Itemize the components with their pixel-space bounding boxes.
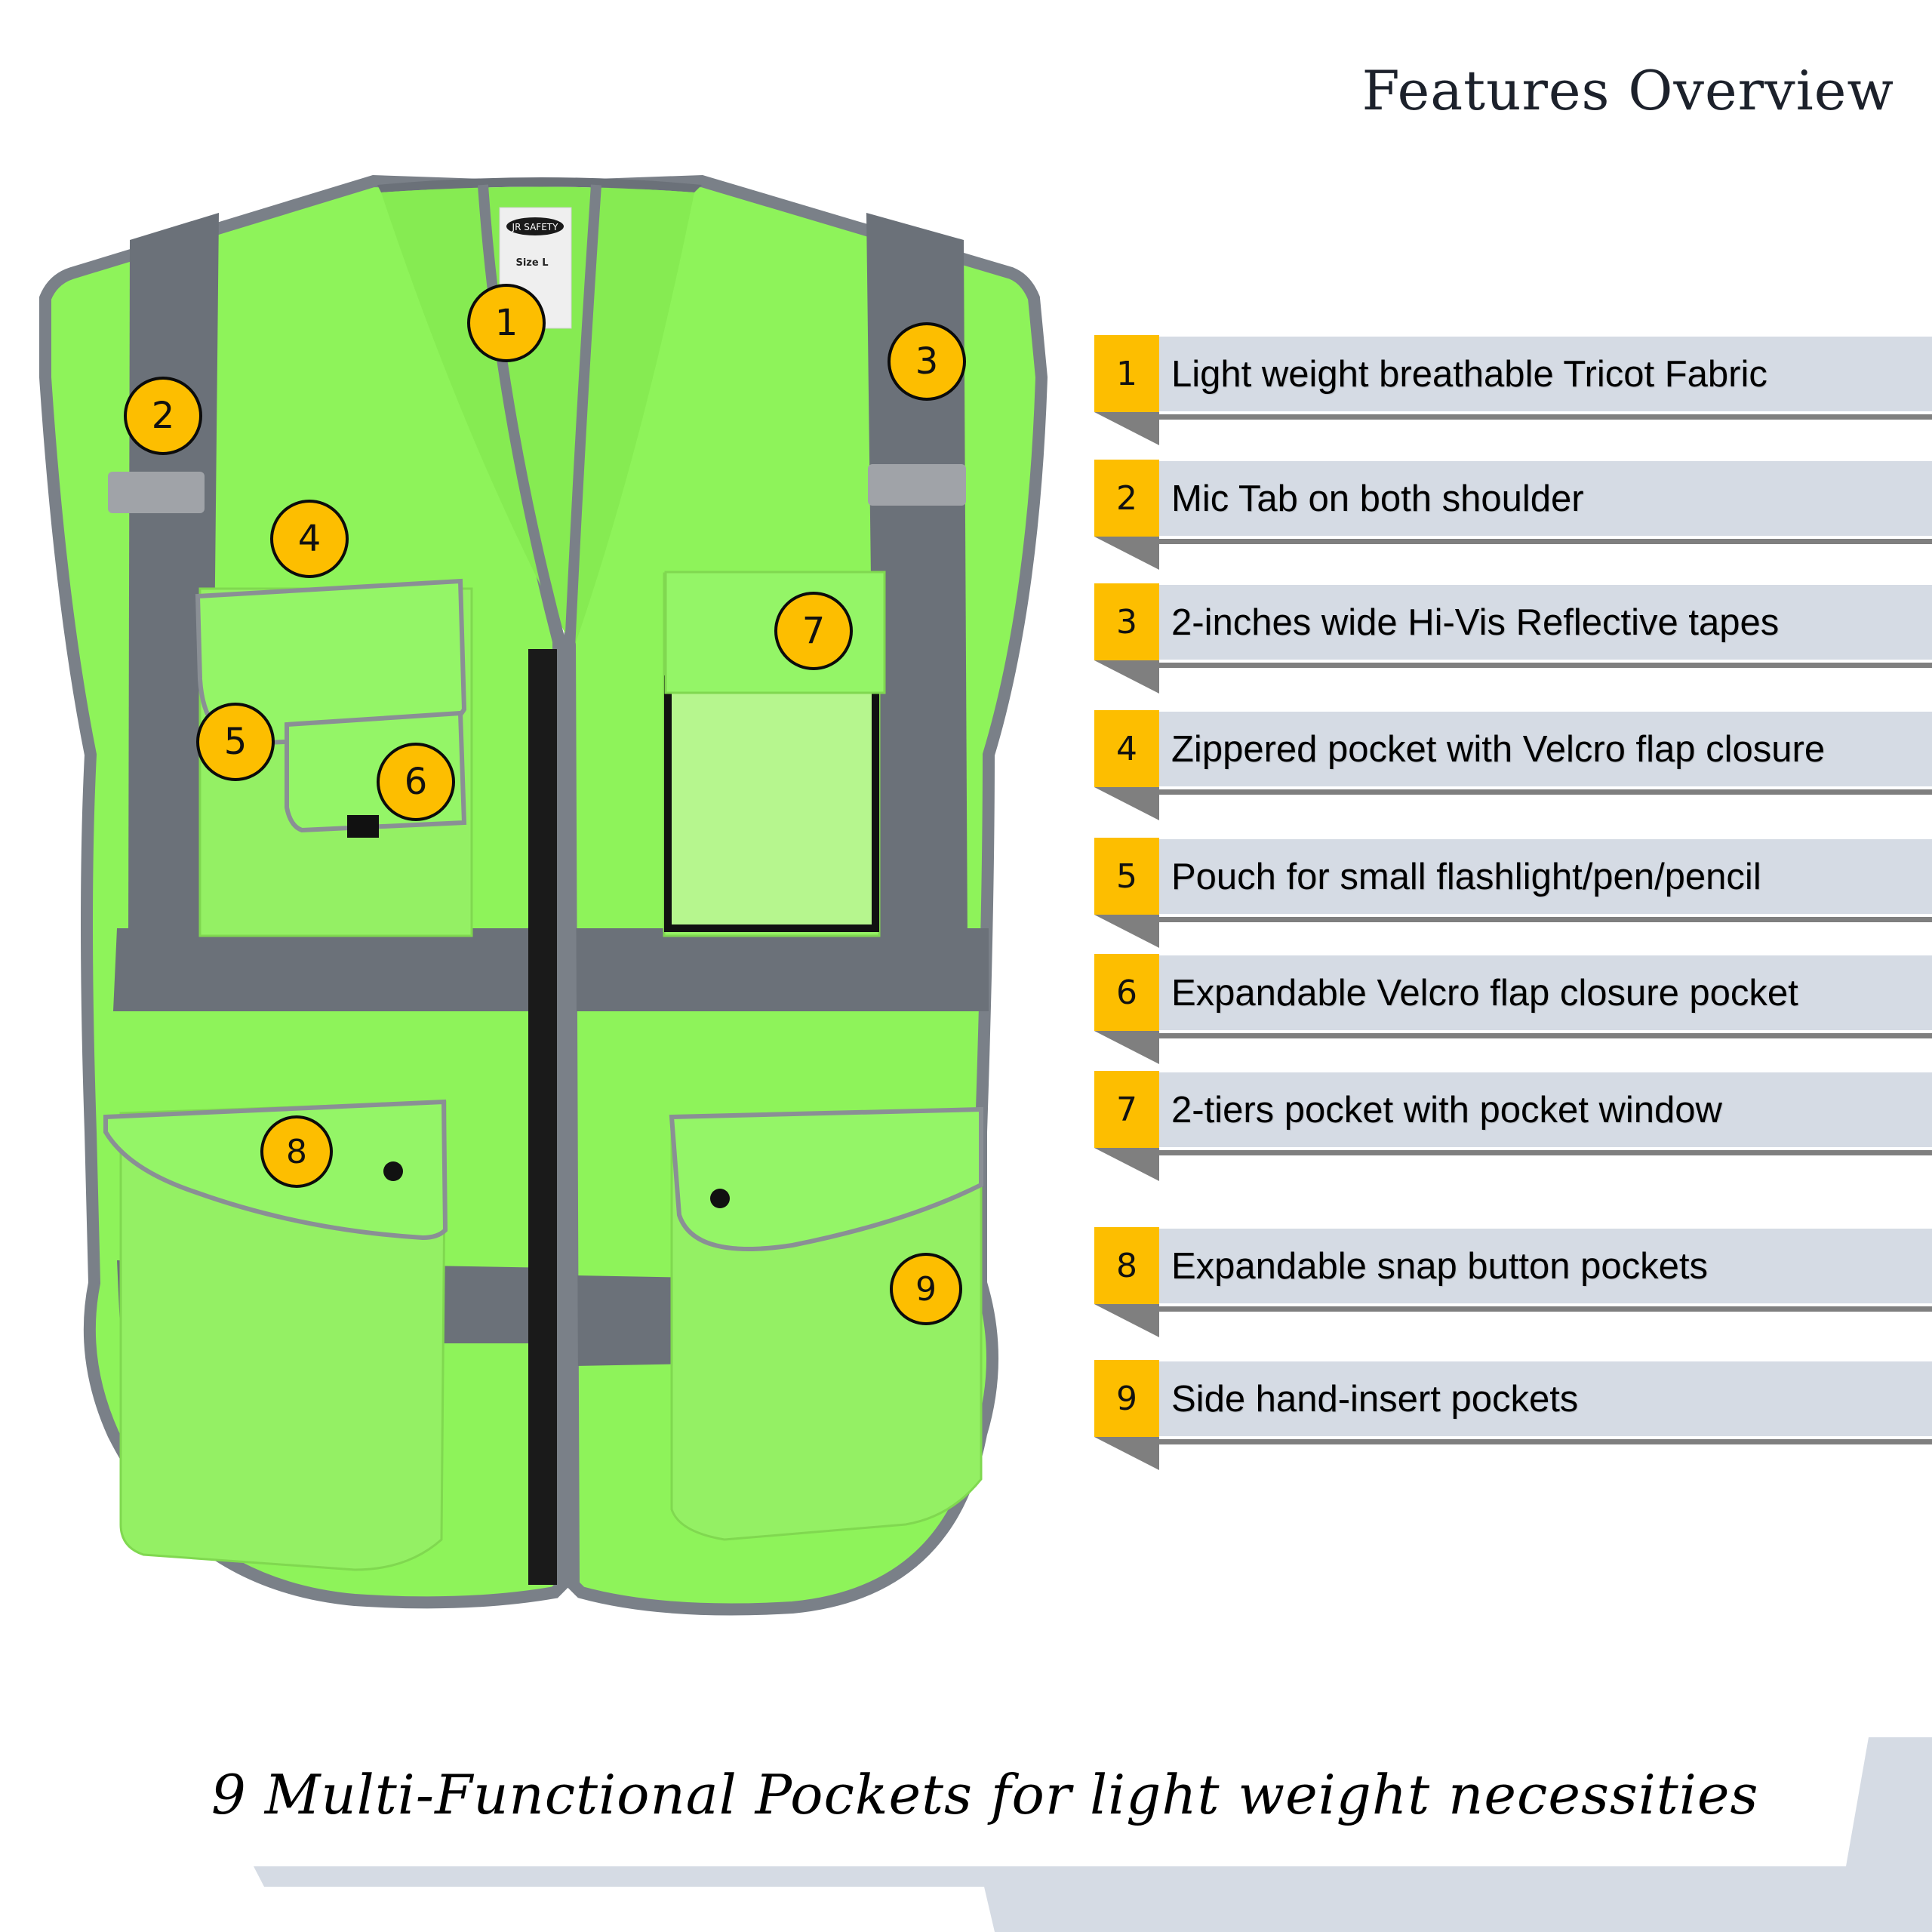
feature-label: Light weight breathable Tricot Fabric (1171, 353, 1767, 395)
feature-bar: Expandable snap button pockets (1159, 1229, 1932, 1303)
marker-number: 3 (915, 340, 939, 383)
feature-rule (1159, 1439, 1932, 1444)
feature-item-4: 4 Zippered pocket with Velcro flap closu… (1094, 710, 1932, 823)
feature-number: 7 (1094, 1071, 1159, 1148)
left-mic-tab (108, 472, 205, 513)
feature-number: 9 (1094, 1360, 1159, 1437)
right-mic-tab (868, 464, 966, 506)
feature-number: 4 (1094, 710, 1159, 787)
feature-bar: 2-tiers pocket with pocket window (1159, 1072, 1932, 1147)
page-title: Features Overview (1361, 59, 1894, 122)
label-brand: JR SAFETY (512, 222, 559, 232)
feature-number: 5 (1094, 838, 1159, 915)
zipper (528, 649, 558, 1585)
feature-label: Zippered pocket with Velcro flap closure (1171, 728, 1826, 770)
vest-marker-3: 3 (888, 322, 966, 401)
feature-number: 6 (1094, 954, 1159, 1031)
feature-item-7: 7 2-tiers pocket with pocket window (1094, 1071, 1932, 1184)
feature-number: 8 (1094, 1227, 1159, 1304)
feature-bar: Expandable Velcro flap closure pocket (1159, 955, 1932, 1030)
marker-number: 1 (494, 302, 518, 344)
feature-label: Pouch for small flashlight/pen/pencil (1171, 856, 1761, 897)
pocket-window (664, 675, 879, 932)
feature-rule (1159, 539, 1932, 544)
vest-marker-2: 2 (124, 377, 202, 455)
feature-rule (1159, 414, 1932, 420)
feature-bar: Light weight breathable Tricot Fabric (1159, 337, 1932, 411)
feature-item-5: 5 Pouch for small flashlight/pen/pencil (1094, 838, 1932, 951)
feature-number: 3 (1094, 583, 1159, 660)
vest-marker-4: 4 (270, 500, 349, 578)
feature-label: Side hand-insert pockets (1171, 1378, 1579, 1420)
feature-item-2: 2 Mic Tab on both shoulder (1094, 460, 1932, 573)
vest-marker-9: 9 (890, 1253, 962, 1325)
vest-marker-6: 6 (377, 743, 455, 821)
feature-item-8: 8 Expandable snap button pockets (1094, 1227, 1932, 1340)
feature-bar: Zippered pocket with Velcro flap closure (1159, 712, 1932, 786)
feature-item-6: 6 Expandable Velcro flap closure pocket (1094, 954, 1932, 1067)
marker-number: 4 (297, 518, 321, 560)
vest-marker-1: 1 (467, 284, 546, 362)
marker-number: 7 (801, 610, 826, 652)
vest-back-neck (377, 177, 702, 192)
marker-number: 8 (286, 1132, 307, 1171)
feature-rule (1159, 663, 1932, 668)
feature-bar: Side hand-insert pockets (1159, 1361, 1932, 1436)
feature-item-9: 9 Side hand-insert pockets (1094, 1360, 1932, 1473)
feature-rule (1159, 917, 1932, 922)
vest-marker-8: 8 (260, 1115, 333, 1188)
label-size: Size L (515, 257, 548, 269)
feature-bar: Pouch for small flashlight/pen/pencil (1159, 839, 1932, 914)
lower-right-flap (669, 1106, 983, 1251)
feature-rule (1159, 1306, 1932, 1312)
feature-label: 2-tiers pocket with pocket window (1171, 1089, 1722, 1131)
marker-number: 6 (404, 761, 428, 803)
pouch-tab (347, 815, 379, 838)
footer-tagline: 9 Multi-Functional Pockets for light wei… (211, 1763, 1759, 1826)
feature-number: 1 (1094, 335, 1159, 412)
feature-number: 2 (1094, 460, 1159, 537)
feature-bar: Mic Tab on both shoulder (1159, 461, 1932, 536)
marker-number: 5 (223, 721, 248, 763)
marker-number: 9 (915, 1269, 937, 1309)
feature-label: Expandable snap button pockets (1171, 1245, 1709, 1287)
feature-item-3: 3 2-inches wide Hi-Vis Reflective tapes (1094, 583, 1932, 697)
vest-marker-7: 7 (774, 592, 853, 670)
feature-rule (1159, 789, 1932, 795)
snap-button-right (710, 1189, 730, 1208)
marker-number: 2 (151, 395, 175, 437)
snap-button-left (383, 1161, 403, 1181)
feature-label: 2-inches wide Hi-Vis Reflective tapes (1171, 601, 1780, 643)
feature-rule (1159, 1033, 1932, 1038)
feature-label: Mic Tab on both shoulder (1171, 478, 1584, 519)
feature-bar: 2-inches wide Hi-Vis Reflective tapes (1159, 585, 1932, 660)
feature-rule (1159, 1150, 1932, 1155)
feature-label: Expandable Velcro flap closure pocket (1171, 972, 1798, 1014)
feature-item-1: 1 Light weight breathable Tricot Fabric (1094, 335, 1932, 448)
vest-marker-5: 5 (196, 703, 275, 781)
